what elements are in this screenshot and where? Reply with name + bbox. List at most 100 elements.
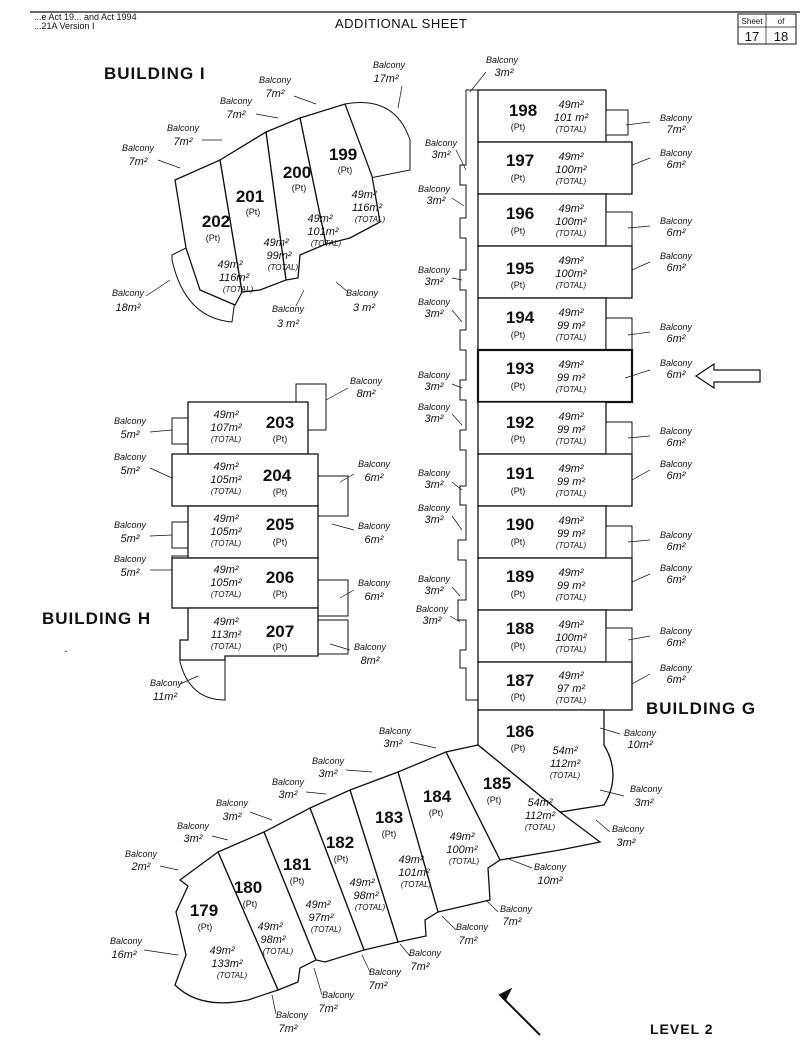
svg-text:191: 191 [506, 464, 534, 483]
unit-202[interactable]: 202 (Pt) 49m² 116m² (TOTAL) [174, 159, 254, 306]
svg-text:Balcony: Balcony [660, 459, 693, 469]
unit-193[interactable]: 193 (Pt) 49m² 99 m² (TOTAL) [476, 348, 634, 404]
svg-text:Balcony: Balcony [660, 216, 693, 226]
svg-text:Balcony: Balcony [486, 55, 519, 65]
unit-197[interactable]: 197 (Pt) 49m² 100m² (TOTAL) [477, 141, 633, 195]
svg-text:49m²: 49m² [558, 567, 583, 579]
svg-text:3m²: 3m² [423, 615, 442, 627]
unit-191[interactable]: 191 (Pt) 49m² 99 m² (TOTAL) [477, 453, 633, 507]
svg-text:Balcony: Balcony [373, 60, 406, 70]
svg-text:5m²: 5m² [121, 465, 140, 477]
svg-text:49m²: 49m² [213, 461, 238, 473]
svg-text:Balcony: Balcony [112, 288, 145, 298]
svg-text:(TOTAL): (TOTAL) [556, 593, 587, 602]
svg-text:(Pt): (Pt) [206, 233, 221, 243]
unit-192[interactable]: 192 (Pt) 49m² 99 m² (TOTAL) [477, 401, 633, 455]
building-i-label: BUILDING I [104, 64, 206, 83]
svg-text:3m²: 3m² [279, 789, 298, 801]
unit-206[interactable]: 206 (Pt) 49m² 105m² (TOTAL) [171, 557, 319, 609]
unit-203[interactable]: 203 (Pt) 49m² 107m² (TOTAL) [187, 401, 309, 455]
svg-text:8m²: 8m² [361, 655, 380, 667]
svg-text:6m²: 6m² [667, 369, 686, 381]
unit-number: 198 [509, 101, 537, 120]
unit-201[interactable]: 201 (Pt) 49m² 99m² (TOTAL) [219, 130, 299, 293]
svg-text:200: 200 [283, 163, 311, 182]
svg-text:49m²: 49m² [558, 670, 583, 682]
svg-text:Balcony: Balcony [122, 143, 155, 153]
unit-189[interactable]: 189 (Pt) 49m² 99 m² (TOTAL) [477, 557, 633, 611]
unit-total-label: (TOTAL) [556, 125, 587, 134]
svg-text:Balcony: Balcony [167, 123, 200, 133]
svg-text:7m²: 7m² [369, 980, 388, 992]
unit-184[interactable]: 184 (Pt) 49m² 100m² (TOTAL) [397, 751, 501, 913]
svg-text:Balcony: Balcony [150, 678, 183, 688]
svg-text:11m²: 11m² [153, 691, 178, 703]
svg-text:201: 201 [236, 187, 264, 206]
unit-180[interactable]: 180 (Pt) 49m² 98m² (TOTAL) [217, 831, 317, 991]
unit-187[interactable]: 187 (Pt) 49m² 97 m² (TOTAL) [477, 661, 633, 711]
unit-181[interactable]: 181 (Pt) 49m² 97m² (TOTAL) [263, 807, 365, 963]
unit-186[interactable]: 186 (Pt) 54m² 112m² (TOTAL) [477, 709, 614, 813]
unit-207[interactable]: 207 (Pt) 49m² 113m² (TOTAL) [179, 607, 319, 661]
svg-text:(TOTAL): (TOTAL) [556, 229, 587, 238]
svg-text:7m²: 7m² [319, 1003, 338, 1015]
unit-196[interactable]: 196 (Pt) 49m² 100m² (TOTAL) [477, 193, 633, 247]
svg-text:6m²: 6m² [365, 591, 384, 603]
unit-183[interactable]: 183 (Pt) 49m² 101m² (TOTAL) [349, 771, 439, 943]
svg-text:193: 193 [506, 359, 534, 378]
svg-text:49m²: 49m² [558, 151, 583, 163]
svg-text:(Pt): (Pt) [511, 173, 526, 183]
svg-text:49m²: 49m² [257, 921, 282, 933]
svg-text:Balcony: Balcony [660, 148, 693, 158]
svg-text:(TOTAL): (TOTAL) [401, 880, 432, 889]
svg-text:3m²: 3m² [432, 149, 451, 161]
svg-text:(Pt): (Pt) [246, 207, 261, 217]
svg-text:113m²: 113m² [211, 629, 242, 641]
svg-text:2m²: 2m² [131, 861, 151, 873]
svg-text:(TOTAL): (TOTAL) [263, 947, 294, 956]
svg-text:Balcony: Balcony [350, 376, 383, 386]
svg-text:116m²: 116m² [352, 202, 383, 214]
svg-text:99 m²: 99 m² [557, 372, 585, 384]
svg-text:(Pt): (Pt) [338, 165, 353, 175]
svg-text:7m²: 7m² [459, 935, 478, 947]
svg-text:(TOTAL): (TOTAL) [556, 333, 587, 342]
unit-204[interactable]: 204 (Pt) 49m² 105m² (TOTAL) [171, 453, 319, 507]
svg-text:100m²: 100m² [555, 164, 587, 176]
svg-text:(Pt): (Pt) [511, 537, 526, 547]
svg-text:7m²: 7m² [503, 916, 522, 928]
svg-text:49m²: 49m² [558, 463, 583, 475]
svg-text:(TOTAL): (TOTAL) [556, 437, 587, 446]
svg-text:6m²: 6m² [667, 574, 686, 586]
svg-text:6m²: 6m² [667, 637, 686, 649]
unit-205[interactable]: 205 (Pt) 49m² 105m² (TOTAL) [187, 505, 319, 559]
svg-text:Balcony: Balcony [346, 288, 379, 298]
unit-area: 49m² [558, 99, 583, 111]
svg-text:3 m²: 3 m² [277, 318, 299, 330]
unit-185[interactable]: 185 (Pt) 54m² 112m² (TOTAL) [445, 744, 602, 861]
svg-text:7m²: 7m² [266, 88, 285, 100]
svg-text:6m²: 6m² [365, 472, 384, 484]
svg-text:17m²: 17m² [373, 73, 398, 85]
unit-190[interactable]: 190 (Pt) 49m² 99 m² (TOTAL) [477, 505, 633, 559]
form-version: ...21A Version I [34, 21, 95, 31]
svg-text:49m²: 49m² [449, 831, 474, 843]
unit-198[interactable]: 198 (Pt) 49m² 101 m² (TOTAL) [477, 89, 629, 143]
unit-188[interactable]: 188 (Pt) 49m² 100m² (TOTAL) [477, 609, 633, 663]
svg-text:(Pt): (Pt) [511, 330, 526, 340]
svg-text:49m²: 49m² [558, 359, 583, 371]
svg-text:(Pt): (Pt) [273, 642, 288, 652]
balcony-label-top: Balcony 3m² [469, 55, 519, 93]
svg-text:Balcony: Balcony [276, 1010, 309, 1020]
svg-text:3m²: 3m² [427, 195, 446, 207]
svg-text:7m²: 7m² [411, 961, 430, 973]
building-g-label: BUILDING G [646, 699, 756, 718]
svg-text:49m²: 49m² [558, 619, 583, 631]
svg-text:49m²: 49m² [217, 259, 242, 271]
unit-195[interactable]: 195 (Pt) 49m² 100m² (TOTAL) [477, 245, 633, 299]
unit-179[interactable]: 179 (Pt) 49m² 133m² (TOTAL) [174, 850, 279, 1004]
unit-194[interactable]: 194 (Pt) 49m² 99 m² (TOTAL) [477, 297, 633, 351]
svg-text:5m²: 5m² [121, 533, 140, 545]
